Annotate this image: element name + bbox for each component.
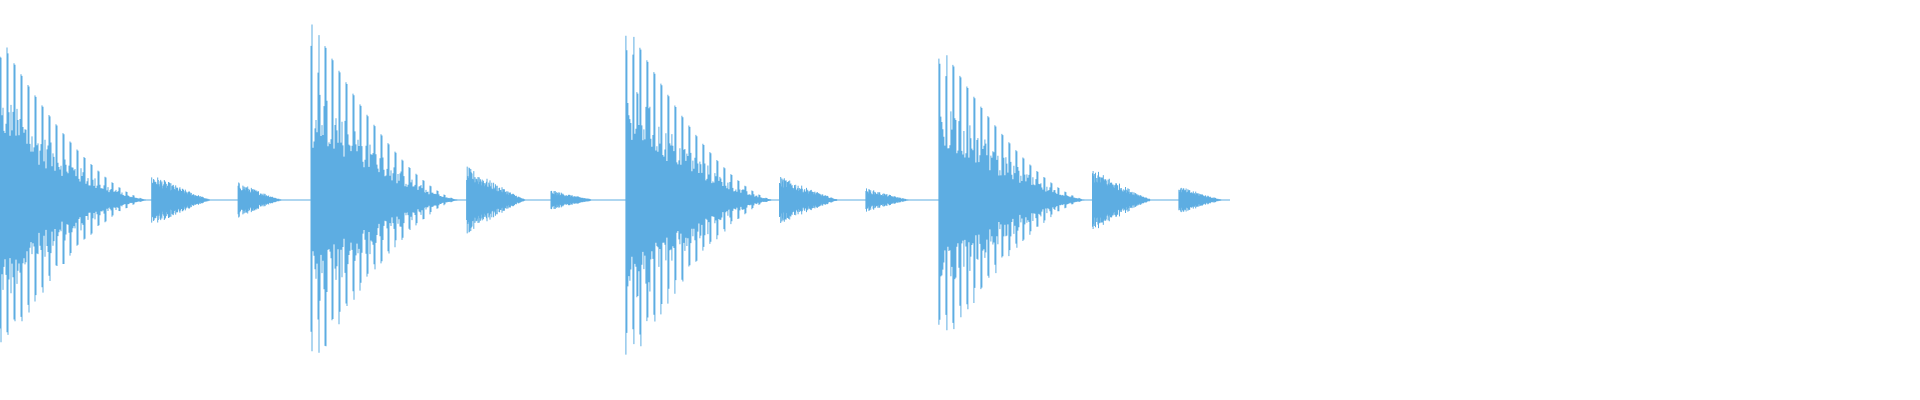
waveform-hit: [0, 47, 150, 343]
waveform-trace: [865, 188, 911, 212]
waveform-echo: [1092, 171, 1153, 229]
waveform-trace: [0, 47, 150, 343]
waveform-trace: [625, 35, 776, 355]
waveform-echo: [466, 166, 527, 234]
waveform-trace: [938, 55, 1089, 331]
waveform-trace: [151, 177, 212, 223]
waveform-hit: [625, 35, 776, 355]
waveform-echo: [151, 177, 212, 223]
waveform-trace: [1092, 171, 1153, 229]
waveform-trace: [237, 182, 283, 218]
waveform-trace: [550, 190, 596, 210]
waveform-events: [0, 24, 1224, 355]
waveform-trace: [1178, 187, 1224, 213]
waveform-trace: [779, 177, 840, 223]
waveform-trace: [310, 24, 461, 353]
waveform-echo: [237, 182, 283, 218]
waveform-echo: [779, 177, 840, 223]
waveform-hit: [938, 55, 1089, 331]
waveform-echo: [1178, 187, 1224, 213]
waveform-echo: [865, 188, 911, 212]
waveform-echo: [550, 190, 596, 210]
waveform-hit: [310, 24, 461, 353]
waveform-trace: [466, 166, 527, 234]
